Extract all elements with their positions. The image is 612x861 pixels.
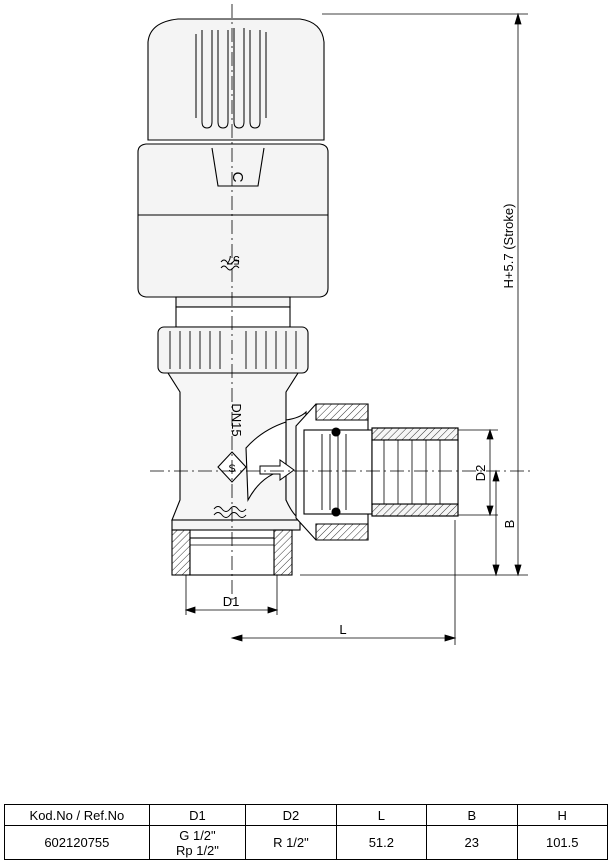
dimension-b-label: B: [502, 520, 517, 529]
table-header-row: Kod.No / Ref.No D1 D2 L B H: [4, 804, 608, 826]
cell-d1-line2: Rp 1/2": [175, 842, 219, 858]
header-h: H: [516, 804, 608, 826]
header-l: L: [335, 804, 428, 826]
cell-d1: G 1/2" Rp 1/2": [148, 825, 247, 860]
dimension-d1: [184, 575, 279, 615]
body-size-label: DN15: [229, 403, 244, 436]
header-code: Kod.No / Ref.No: [4, 804, 150, 826]
dimension-l-label: L: [339, 622, 346, 637]
cell-h: 101.5: [516, 825, 608, 860]
thermostatic-head: [137, 18, 329, 328]
dimension-b: [492, 469, 500, 577]
header-b: B: [426, 804, 518, 826]
cell-l: 51.2: [335, 825, 428, 860]
cell-d2: R 1/2": [245, 825, 337, 860]
specification-table: Kod.No / Ref.No D1 D2 L B H 602120755 G …: [4, 804, 608, 860]
cell-b: 23: [426, 825, 518, 860]
table-row: 602120755 G 1/2" Rp 1/2" R 1/2" 51.2 23 …: [4, 825, 608, 860]
header-d1: D1: [148, 804, 247, 826]
cap-grip-ribs: [195, 28, 267, 129]
dimension-h-label: H+5.7 (Stroke): [501, 204, 516, 289]
tailpiece: [371, 427, 459, 517]
valve-technical-drawing: C 57 DN15 S: [137, 4, 530, 645]
body-wave-mark-icon: [213, 506, 247, 518]
flow-arrow-icon: [259, 459, 295, 481]
cap-letter-label: C: [229, 172, 246, 183]
dimension-l: [230, 520, 457, 645]
valve-body: [167, 372, 307, 531]
cell-code: 602120755: [4, 825, 150, 860]
outlet-coupling: [295, 403, 373, 541]
dimension-d1-label: D1: [223, 594, 240, 609]
centre-lines: [150, 4, 530, 600]
cell-d1-line1: G 1/2": [179, 827, 216, 843]
dimension-d2: [458, 428, 498, 517]
dimension-d2-label: D2: [473, 465, 488, 482]
header-d2: D2: [245, 804, 337, 826]
dimension-h: [300, 12, 528, 577]
knurled-nut: [157, 326, 309, 374]
setting-wave-icon: [220, 259, 240, 271]
